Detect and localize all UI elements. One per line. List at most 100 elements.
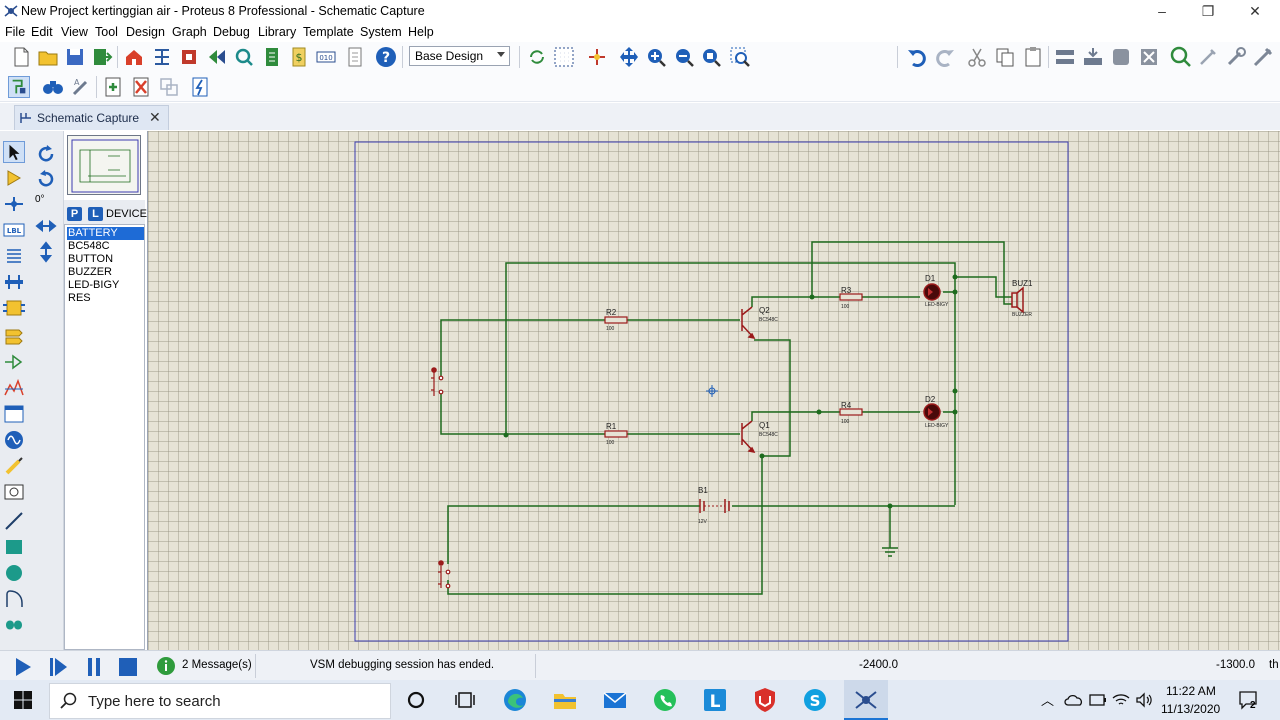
button-bottom[interactable] [438,560,451,589]
zoom-all-icon[interactable] [700,46,722,68]
resistor-r4[interactable]: R4 100 [839,401,863,425]
device-item-button[interactable]: BUTTON [68,253,114,265]
origin-icon[interactable] [586,46,608,68]
box-draw-icon[interactable] [3,536,25,558]
tape-recorder-mode-icon[interactable] [3,403,25,425]
device-item-buzzer[interactable]: BUZZER [68,266,112,278]
bill-of-materials-icon[interactable] [261,46,283,68]
tab-schematic-capture[interactable]: Schematic Capture ✕ [14,105,169,130]
whatsapp-icon[interactable] [651,686,679,714]
block-copy-icon[interactable] [1054,46,1076,68]
pan-icon[interactable] [618,46,640,68]
delete-sheet-icon[interactable] [130,76,152,98]
device-item-led-bigy[interactable]: LED-BIGY [68,279,120,291]
clock-time[interactable]: 11:22 AM [1166,684,1216,698]
skype-icon[interactable]: S [801,686,829,714]
new-sheet-icon[interactable] [102,76,124,98]
battery-status-icon[interactable] [1089,694,1107,706]
led-d2[interactable]: D2 LED-BIGY [923,395,949,429]
menu-edit[interactable]: Edit [31,25,53,39]
generator-mode-icon[interactable] [3,429,25,451]
device-item-bc548c[interactable]: BC548C [68,240,110,252]
line-draw-icon[interactable] [3,510,25,532]
chevron-up-icon[interactable]: ︿ [1041,693,1055,708]
new-file-icon[interactable] [10,46,32,68]
resistor-r1[interactable]: R1 100 [604,422,628,446]
lync-app-icon[interactable]: L [701,686,729,714]
home-icon[interactable] [123,46,145,68]
menu-help[interactable]: Help [408,25,434,39]
zoom-in-icon[interactable] [645,46,667,68]
antivirus-shield-icon[interactable] [751,686,779,714]
make-device-icon[interactable] [1197,46,1219,68]
terminals-mode-icon[interactable] [3,325,25,347]
transistor-q2[interactable]: Q2 BC548C [741,306,778,340]
pause-icon[interactable] [83,656,105,678]
battery-b1[interactable]: B1 12V [698,486,730,525]
windows-start-icon[interactable] [13,690,33,710]
paste-icon[interactable] [1022,46,1044,68]
edge-browser-icon[interactable] [501,686,529,714]
led-d1[interactable]: D1 LED-BIGY [923,274,949,308]
play-icon[interactable] [12,656,34,678]
button-top[interactable] [431,367,444,396]
menu-template[interactable]: Template [303,25,354,39]
tab-close-button[interactable]: ✕ [149,109,161,125]
resistor-r2[interactable]: R2 100 [604,308,628,332]
grid-toggle-icon[interactable] [553,46,575,68]
decompose-icon[interactable] [1252,46,1274,68]
pcb-layout-icon[interactable] [178,46,200,68]
menu-debug[interactable]: Debug [213,25,250,39]
junction-dot-mode-icon[interactable] [3,193,25,215]
notification-center-icon[interactable] [1238,690,1258,710]
menu-tool[interactable]: Tool [95,25,118,39]
menu-system[interactable]: System [360,25,402,39]
buzzer-buz1[interactable]: BUZ1 BUZZER [1011,279,1033,318]
buses-mode-icon[interactable] [3,271,25,293]
transistor-q1[interactable]: Q1 BC548C [741,420,778,454]
zoom-area-icon[interactable] [729,46,751,68]
circle-draw-icon[interactable] [3,562,25,584]
device-item-res[interactable]: RES [68,292,91,304]
close-window-button[interactable]: ✕ [1249,3,1261,19]
cortana-icon[interactable] [402,686,430,714]
save-icon[interactable] [64,46,86,68]
cut-icon[interactable] [966,46,988,68]
clock-date[interactable]: 11/13/2020 [1161,702,1221,716]
arc-draw-icon[interactable] [3,588,25,610]
exit-to-parent-icon[interactable] [158,76,180,98]
copy-icon[interactable] [994,46,1016,68]
closed-path-draw-icon[interactable] [3,614,25,636]
menu-file[interactable]: File [5,25,26,39]
subcircuit-mode-icon[interactable] [3,297,25,319]
voltage-probe-mode-icon[interactable] [3,455,25,477]
mirror-vertical-icon[interactable] [35,241,57,263]
search-tag-icon[interactable] [42,76,64,98]
close-project-icon[interactable] [91,46,113,68]
wire-label-mode-icon[interactable]: LBL [3,219,25,241]
block-rotate-icon[interactable] [1110,46,1132,68]
property-assignment-icon[interactable]: A [70,76,92,98]
graph-mode-icon[interactable] [3,377,25,399]
component-mode-icon[interactable] [3,167,25,189]
virtual-instruments-mode-icon[interactable] [3,481,25,503]
design-variant-select[interactable]: Base Design [409,46,510,66]
step-icon[interactable] [47,656,69,678]
redo-icon[interactable] [934,46,956,68]
library-manager-button[interactable]: L [88,207,103,221]
open-folder-icon[interactable] [37,46,59,68]
rotation-angle[interactable]: 0° [35,194,45,205]
refresh-icon[interactable] [526,46,548,68]
wifi-icon[interactable] [1112,692,1130,708]
pick-parts-icon[interactable] [1170,46,1192,68]
block-move-icon[interactable] [1082,46,1104,68]
text-script-mode-icon[interactable] [3,245,25,267]
file-explorer-icon[interactable] [551,686,579,714]
help-icon[interactable]: ? [375,46,397,68]
real-time-snap-icon[interactable] [8,76,30,98]
messages-count[interactable]: 2 Message(s) [182,659,252,671]
menu-graph[interactable]: Graph [172,25,207,39]
stop-icon[interactable] [117,656,139,678]
3d-visualizer-icon[interactable] [206,46,228,68]
packaging-tool-icon[interactable] [1225,46,1247,68]
